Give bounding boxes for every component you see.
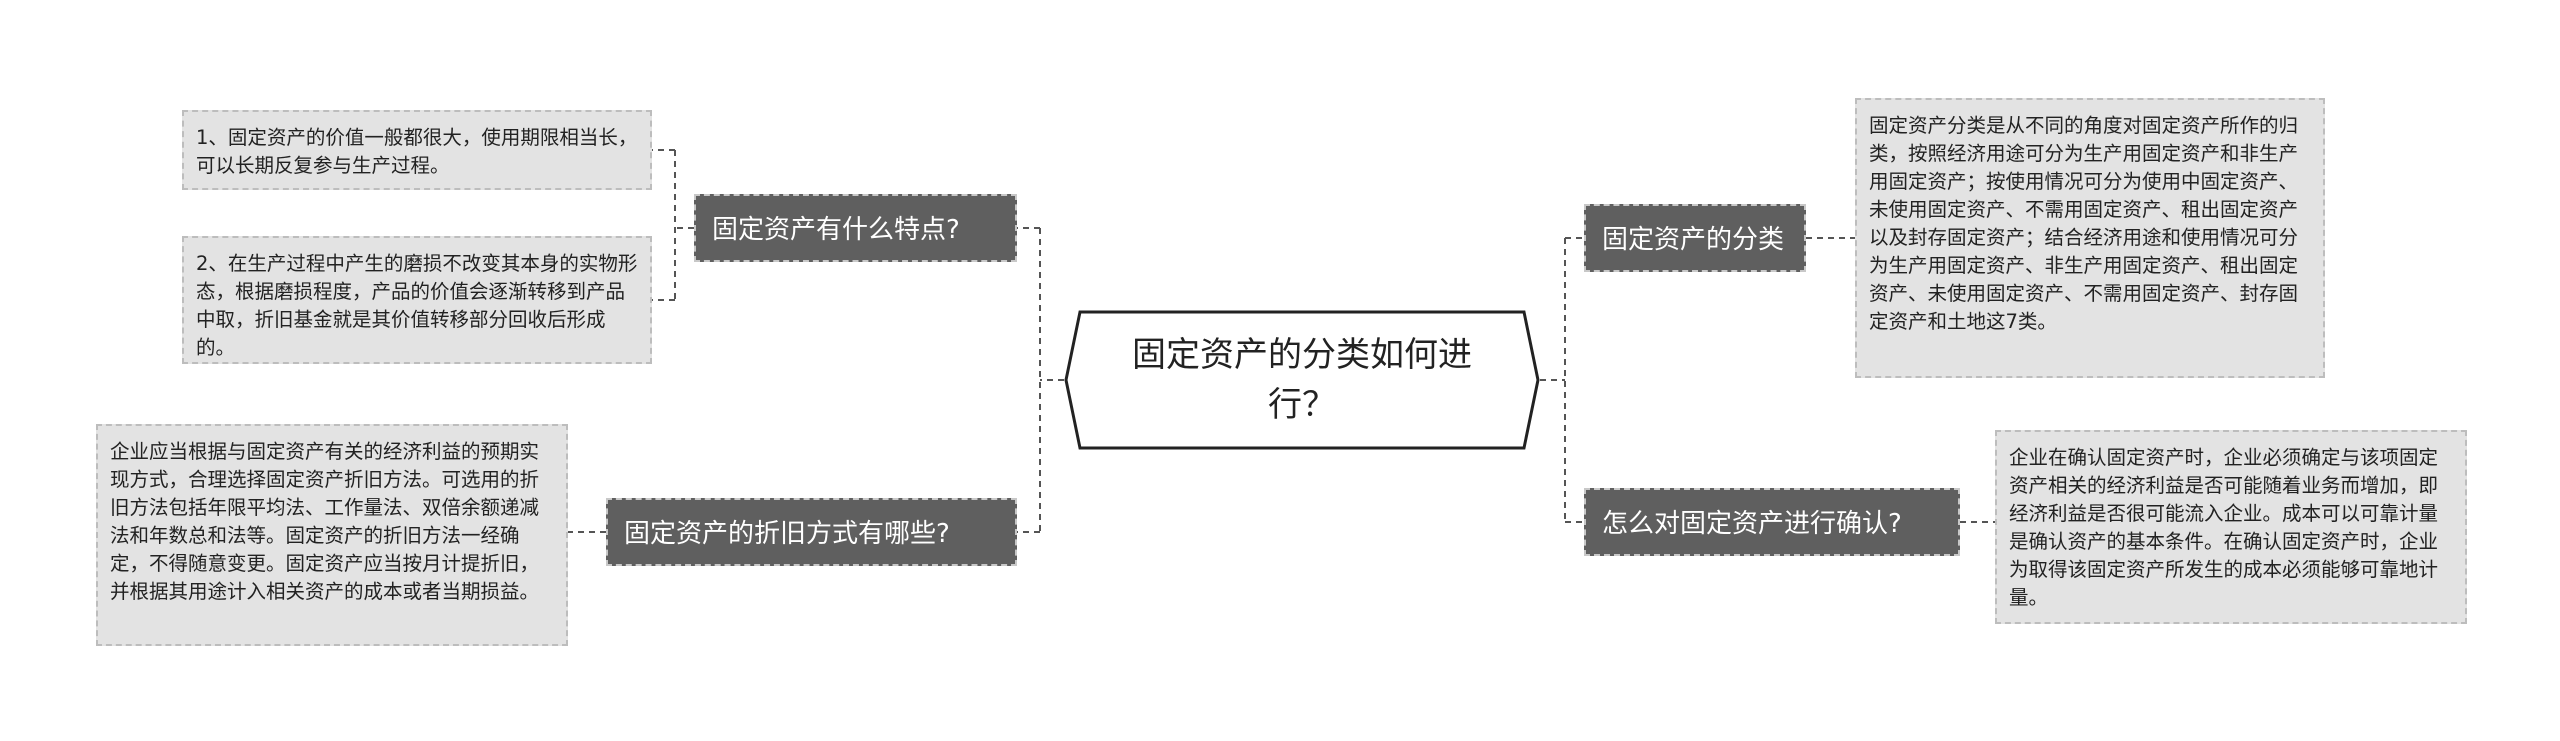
leaf-classification: 固定资产分类是从不同的角度对固定资产所作的归类，按照经济用途可分为生产用固定资产… (1855, 98, 2325, 378)
central-topic-shape (1064, 310, 1540, 450)
leaf-characteristic-1: 1、固定资产的价值一般都很大，使用期限相当长，可以长期反复参与生产过程。 (182, 110, 652, 190)
central-topic-title: 固定资产的分类如何进行？ (1132, 335, 1472, 425)
branch-depreciation[interactable]: 固定资产的折旧方式有哪些? (606, 498, 1017, 566)
branch-recognition[interactable]: 怎么对固定资产进行确认? (1584, 488, 1960, 556)
leaf-characteristic-2: 2、在生产过程中产生的磨损不改变其本身的实物形态，根据磨损程度，产品的价值会逐渐… (182, 236, 652, 364)
connector-center-left (1039, 228, 1064, 532)
branch-classification[interactable]: 固定资产的分类 (1584, 204, 1806, 272)
connector-center-right (1540, 238, 1566, 522)
leaf-recognition: 企业在确认固定资产时，企业必须确定与该项固定资产相关的经济利益是否可能随着业务而… (1995, 430, 2467, 624)
leaf-depreciation: 企业应当根据与固定资产有关的经济利益的预期实现方式，合理选择固定资产折旧方法。可… (96, 424, 568, 646)
branch-characteristics[interactable]: 固定资产有什么特点? (694, 194, 1017, 262)
central-topic[interactable]: 固定资产的分类如何进行？ (1064, 310, 1540, 450)
connector-b1-leaves (652, 149, 694, 301)
